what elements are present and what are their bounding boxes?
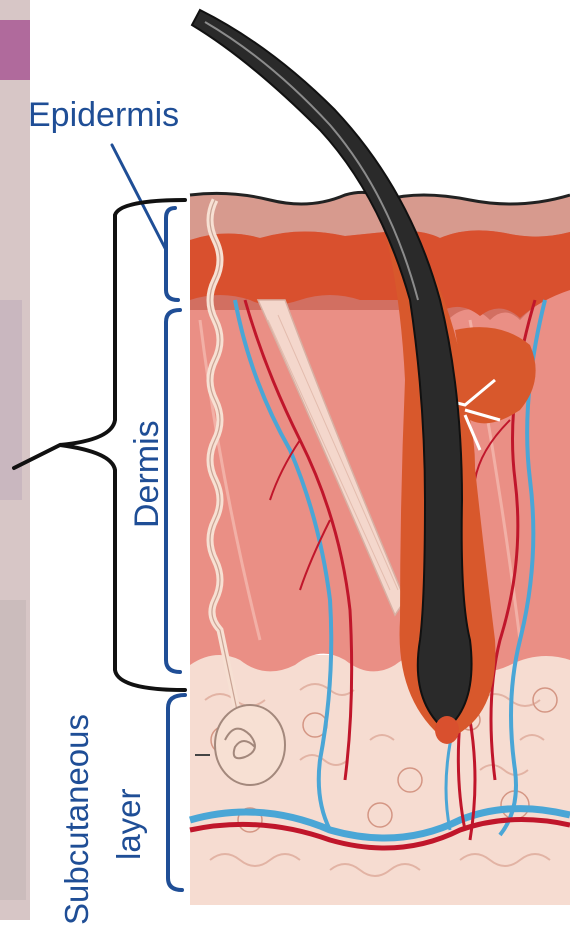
epidermis-label: Epidermis [28,98,179,132]
subcutaneous-label-line1: Subcutaneous [60,714,93,925]
dermis-bracket [166,310,180,672]
epidermis-bracket [166,208,178,300]
subcutaneous-bracket [168,695,185,890]
epidermis-pointer [112,145,166,250]
background-photo-strip [0,0,30,920]
subcutaneous-label-line2: layer [112,788,145,860]
dermis-label: Dermis [130,420,164,528]
